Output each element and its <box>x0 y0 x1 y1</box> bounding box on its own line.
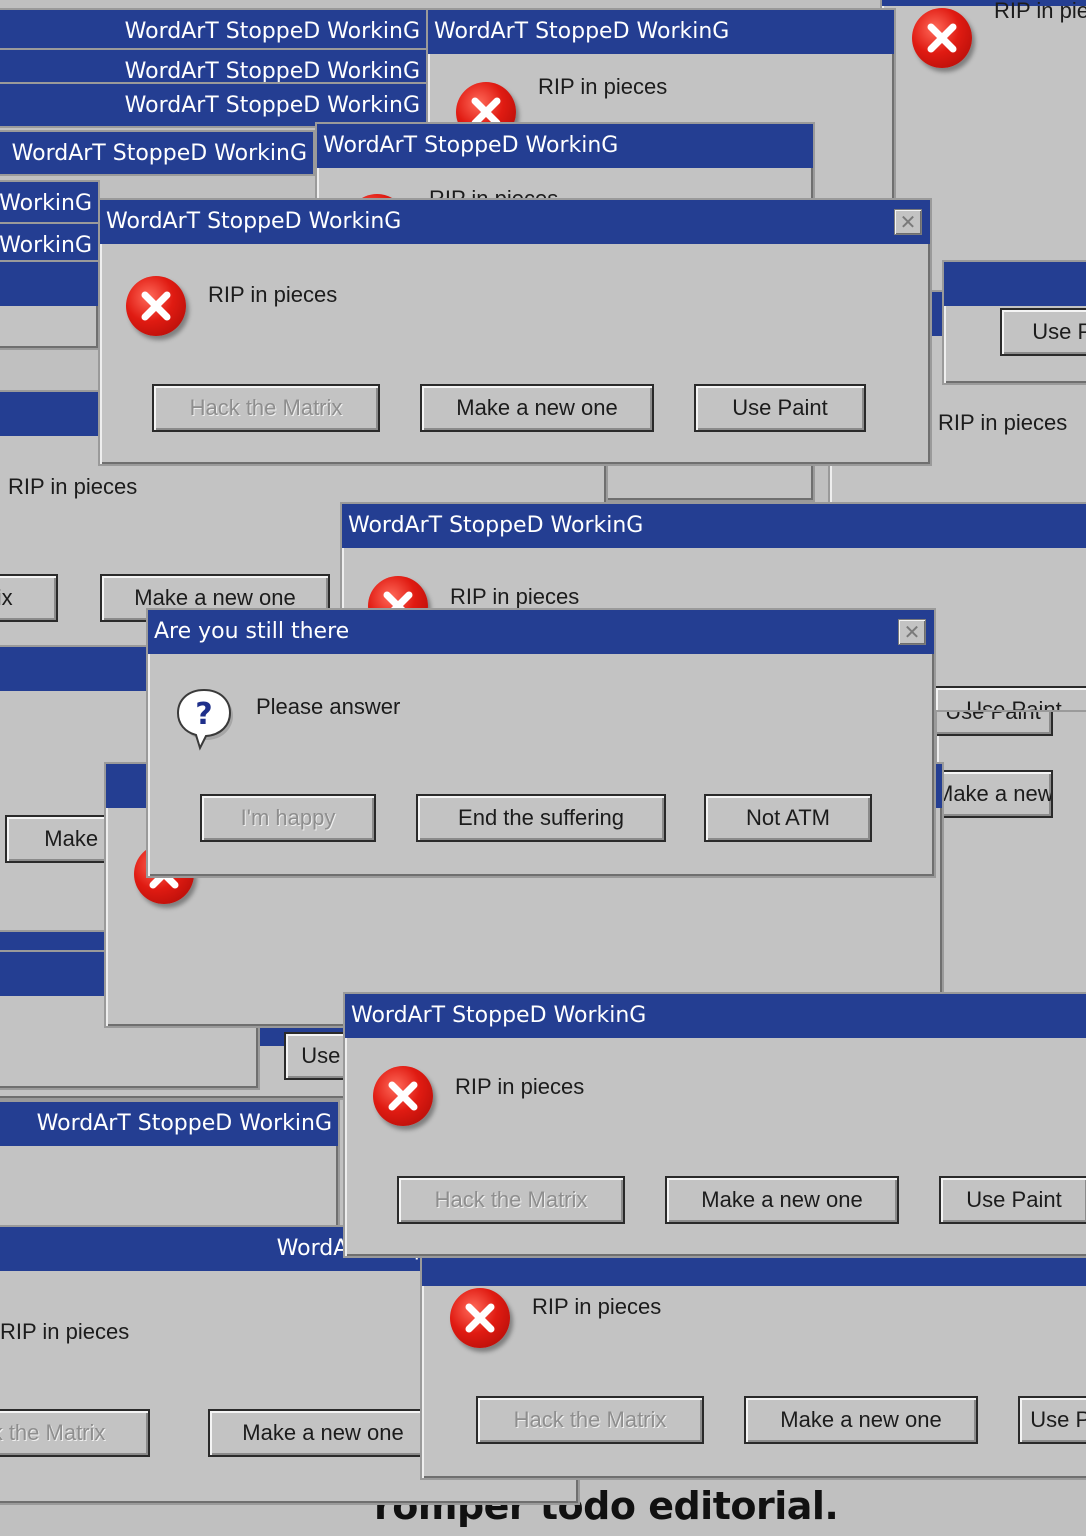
use-paint-button[interactable]: Use Paint <box>1000 308 1086 356</box>
error-dialog: WordArT StoppeD WorkinG <box>0 260 100 350</box>
fix-button[interactable]: Fix <box>0 574 58 622</box>
dialog-title: WordArT StoppeD WorkinG <box>124 19 420 44</box>
title-bar[interactable]: WordArT StoppeD WorkinG <box>428 10 894 54</box>
error-dialog: WordArT StoppeD WorkinG <box>0 222 100 266</box>
dialog-title: WordArT StoppeD WorkinG <box>106 209 402 234</box>
svg-text:?: ? <box>195 697 212 732</box>
error-icon <box>450 1288 510 1348</box>
error-dialog: WordArT StoppeD WorkinG <box>0 82 428 128</box>
title-bar[interactable]: WordArT StoppeD WorkinG <box>317 124 813 168</box>
make-a-new-one-button[interactable]: Make a new one <box>937 770 1053 818</box>
dialog-title: WordArT StoppeD WorkinG <box>323 133 619 158</box>
dialog-message: RIP in pieces <box>208 282 338 307</box>
title-bar[interactable]: WordArT StoppeD WorkinG <box>0 1102 338 1146</box>
use-paint-button[interactable]: Use Paint <box>939 1176 1086 1224</box>
error-dialog: WordArT StoppeD WorkinG <box>0 130 315 176</box>
make-a-new-one-button[interactable]: Make a new one <box>420 384 654 432</box>
error-icon <box>912 8 972 68</box>
dialog-message: RIP in pieces <box>8 474 138 499</box>
hack-the-matrix-button[interactable]: Hack the Matrix <box>397 1176 625 1224</box>
dialog-title: Are you still there <box>154 619 350 644</box>
title-bar[interactable]: WordArT StoppeD WorkinG ✕ <box>100 200 930 244</box>
title-bar[interactable]: Are you still there ✕ <box>148 610 934 654</box>
title-bar[interactable]: WordArT StoppeD WorkinG <box>882 0 1086 6</box>
close-icon[interactable]: ✕ <box>894 209 922 235</box>
hack-the-matrix-button[interactable]: Hack the Matrix <box>0 1409 150 1457</box>
dialog-message: RIP in pieces <box>455 1074 585 1099</box>
title-bar[interactable]: WordArT StoppeD WorkinG <box>0 182 98 226</box>
question-bubble-icon: ? <box>174 686 236 752</box>
dialog-title: WordArT StoppeD WorkinG <box>11 141 307 166</box>
dialog-title: WordArT StoppeD WorkinG <box>0 233 92 258</box>
dialog-title: WordArT StoppeD WorkinG <box>0 191 92 216</box>
use-paint-button[interactable]: Use Paint <box>1018 1396 1086 1444</box>
title-bar[interactable]: WordArT StoppeD WorkinG <box>342 504 1086 548</box>
use-paint-button[interactable]: Use Paint <box>934 686 1086 710</box>
use-paint-button[interactable]: Use Paint <box>694 384 866 432</box>
end-the-suffering-button[interactable]: End the suffering <box>416 794 666 842</box>
dialog-message: RIP in pieces <box>450 584 580 609</box>
title-bar[interactable]: WordArT StoppeD WorkinG <box>0 262 98 306</box>
dialog-title: WordArT StoppeD WorkinG <box>351 1003 647 1028</box>
dialog-title: WordArT StoppeD WorkinG <box>124 59 420 84</box>
title-bar[interactable]: WordArT StoppeD WorkinG <box>0 10 426 54</box>
dialog-title: WordArT StoppeD WorkinG <box>124 93 420 118</box>
dialog-message: Please answer <box>256 694 401 719</box>
title-bar[interactable]: WordArT StoppeD WorkinG <box>0 132 313 174</box>
close-icon[interactable]: ✕ <box>898 619 926 645</box>
dialog-message: RIP in pieces <box>532 1294 662 1319</box>
title-bar[interactable]: WordArT StoppeD WorkinG <box>0 224 98 264</box>
dialog-title: WordArT StoppeD WorkinG <box>36 1111 332 1136</box>
dialog-message: RIP in pieces <box>994 0 1086 23</box>
make-a-new-one-button[interactable]: Make a new one <box>744 1396 978 1444</box>
title-bar[interactable]: WordArT StoppeD WorkinG <box>0 84 426 126</box>
make-a-new-one-button[interactable]: Make a new one <box>665 1176 899 1224</box>
error-icon <box>373 1066 433 1126</box>
not-atm-button[interactable]: Not ATM <box>704 794 872 842</box>
make-a-new-one-button[interactable]: Make a new one <box>208 1409 438 1457</box>
title-bar[interactable]: WordArT StoppeD WorkinG <box>345 994 1086 1038</box>
error-dialog: WordArT StoppeD WorkinG <box>0 180 100 228</box>
dialog-message: RIP in pieces <box>538 74 668 99</box>
dialog-message: RIP in pieces <box>938 410 1068 435</box>
title-bar[interactable]: WordArT StoppeD WorkinG <box>0 50 426 86</box>
error-icon <box>126 276 186 336</box>
dialog-message: RIP in pieces <box>0 1319 130 1344</box>
dialog-title: WordArT StoppeD WorkinG <box>348 513 644 538</box>
hack-the-matrix-button[interactable]: Hack the Matrix <box>152 384 380 432</box>
title-bar[interactable]: WordArT StoppeD WorkinG <box>944 262 1086 306</box>
hack-the-matrix-button[interactable]: Hack the Matrix <box>476 1396 704 1444</box>
i-m-happy-button[interactable]: I'm happy <box>200 794 376 842</box>
dialog-title: WordArT StoppeD WorkinG <box>434 19 730 44</box>
